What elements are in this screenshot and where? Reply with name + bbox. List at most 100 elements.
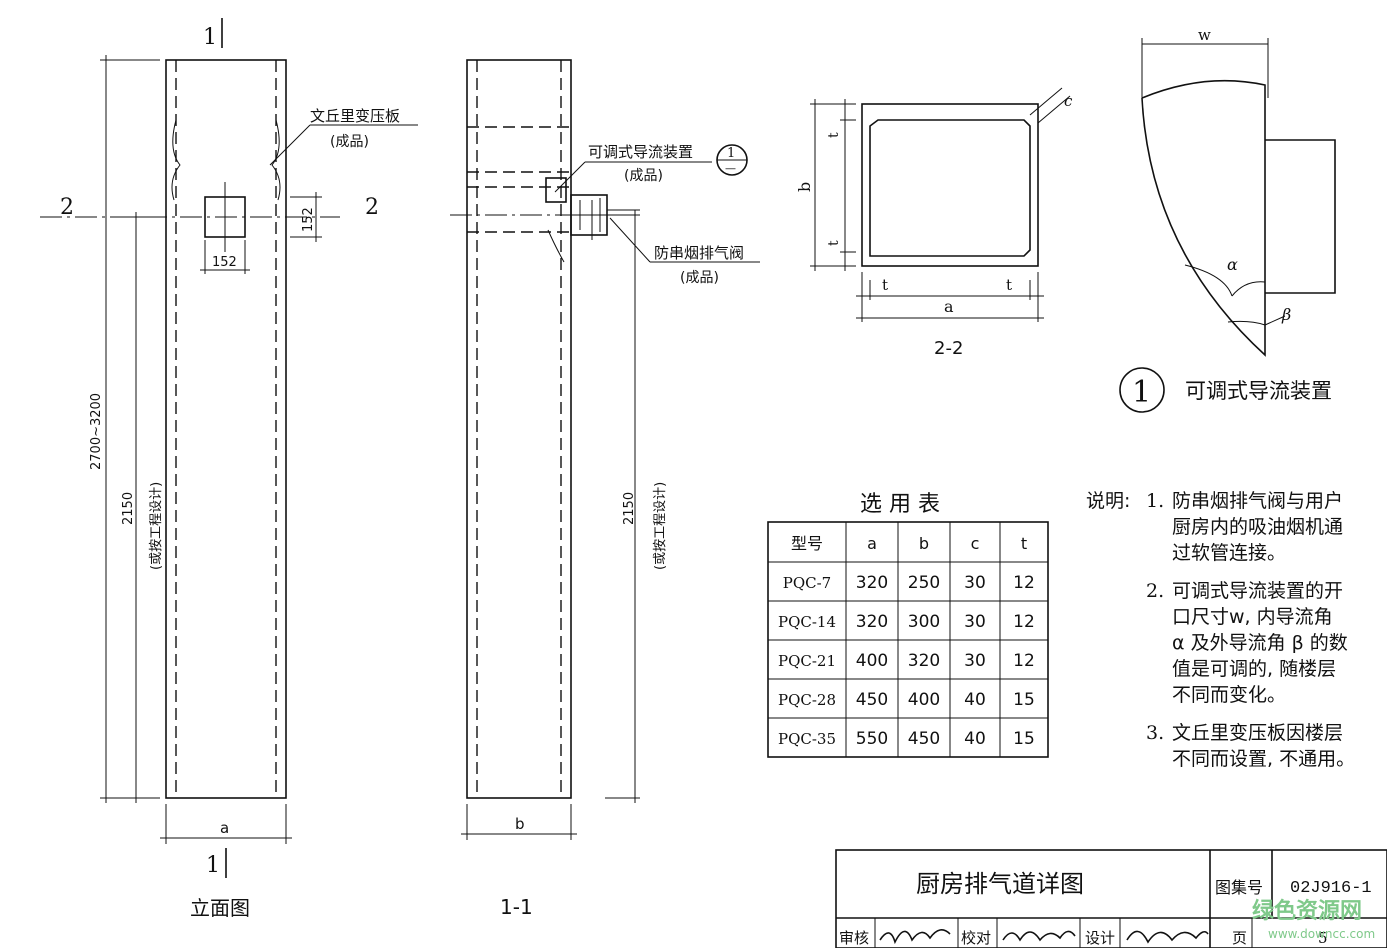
section-mark-bottom: 1	[206, 853, 220, 878]
label-valve-sub: (成品)	[680, 270, 719, 286]
venturi-right-edge	[271, 119, 281, 201]
dim-a: a	[944, 297, 954, 316]
note-line: 口尺寸w, 内导流角	[1172, 606, 1333, 628]
dim-height-2150: 2150	[121, 492, 136, 525]
label-deflector: 可调式导流装置	[588, 143, 693, 161]
review-signature	[879, 929, 951, 945]
detail-callout-page: —	[725, 162, 736, 175]
table-cell: 400	[908, 690, 940, 710]
dim-t-right: t	[1006, 276, 1012, 294]
title-block: 厨房排气道详图 图集号 02J916-1 审核 校对 设计 页 5	[835, 849, 1387, 948]
note-line: 不同而设置, 不通用。	[1172, 748, 1355, 770]
atlas-number: 02J916-1	[1290, 879, 1372, 898]
table-cell: 12	[1013, 573, 1035, 593]
detail-number: 1	[1132, 375, 1151, 410]
note-line: 防串烟排气阀与用户	[1172, 490, 1343, 512]
table-cell: 30	[964, 573, 986, 593]
duct-inner-wall	[869, 119, 1031, 257]
note-line: 厨房内的吸油烟机通	[1172, 516, 1343, 538]
review-label: 审核	[839, 929, 869, 947]
table-cell: 15	[1013, 690, 1035, 710]
table-cell: 12	[1013, 612, 1035, 632]
note-number: 3.	[1146, 722, 1164, 744]
note-line: 值是可调的, 随楼层	[1172, 658, 1336, 680]
elevation-outline	[165, 59, 287, 799]
note-number: 2.	[1146, 580, 1164, 602]
atlas-label: 图集号	[1215, 878, 1263, 897]
table-header-cell: c	[971, 534, 980, 553]
angle-alpha: α	[1227, 255, 1238, 274]
dim-t-left: t	[882, 276, 888, 294]
section-1-1-view: 可调式导流装置 (成品) 1 — 防串烟排气阀 (成品) 2150 (或按工程设…	[450, 59, 760, 919]
table-cell: 320	[856, 612, 888, 632]
note-line: 不同而变化。	[1172, 684, 1286, 706]
angle-beta: β	[1281, 305, 1291, 324]
detail-title: 可调式导流装置	[1185, 379, 1332, 403]
label-valve: 防串烟排气阀	[654, 244, 744, 262]
table-cell: 40	[964, 690, 986, 710]
table-cell: 12	[1013, 651, 1035, 671]
table-cell: 450	[908, 729, 940, 749]
section-dim-note: (或按工程设计)	[653, 482, 668, 570]
detail-1-view: w α β 1 可调式导流装置	[1119, 26, 1336, 413]
table-cell: 15	[1013, 729, 1035, 749]
page-number: 5	[1318, 929, 1328, 947]
duct-outer-wall	[861, 103, 1039, 267]
table-cell: 300	[908, 612, 940, 632]
cut-mark-right: 2	[365, 195, 379, 220]
detail-number-circle	[1119, 367, 1165, 413]
table-header-cell: b	[919, 534, 929, 553]
dim-b: b	[795, 182, 814, 192]
table-cell: PQC-7	[783, 574, 831, 592]
watermark-line1: 绿色资源网	[1252, 898, 1362, 924]
dim-t-top: t	[826, 132, 842, 138]
check-signature	[1002, 930, 1076, 942]
deflector-blade	[1141, 79, 1266, 357]
dim-box-height: 152	[301, 207, 316, 232]
table-cell: 320	[908, 651, 940, 671]
dim-w: w	[1198, 26, 1211, 44]
venturi-left-edge	[171, 119, 181, 201]
table-cell: 40	[964, 729, 986, 749]
section-dim-b: b	[515, 815, 525, 833]
note-line: 可调式导流装置的开	[1172, 580, 1343, 602]
label-venturi-plate: 文丘里变压板	[310, 107, 400, 125]
note-number: 1.	[1146, 490, 1164, 512]
drawing-title: 厨房排气道详图	[916, 870, 1084, 898]
table-cell: 30	[964, 612, 986, 632]
table-header-cell: t	[1021, 534, 1027, 553]
dim-t-bottom: t	[826, 240, 842, 246]
elevation-title: 立面图	[190, 896, 250, 920]
note-line: α 及外导流角 β 的数	[1172, 632, 1348, 654]
elevation-view: 2 2 1 1 152 152 2700~3200 2150 (或按工程设计) …	[40, 18, 418, 920]
label-deflector-sub: (成品)	[624, 168, 663, 184]
check-label: 校对	[961, 929, 991, 947]
section-1-1-outline	[466, 59, 572, 799]
table-title: 选 用 表	[860, 492, 940, 517]
dim-box-width: 152	[212, 255, 237, 270]
watermark-line2: www.downcc.com	[1268, 927, 1375, 941]
duct-outline	[1265, 139, 1336, 294]
table-cell: 450	[856, 690, 888, 710]
section-dim-2150: 2150	[622, 492, 637, 525]
dim-c: c	[1064, 92, 1073, 110]
table-cell: 30	[964, 651, 986, 671]
table-cell: 250	[908, 573, 940, 593]
table-header-cell: 型号	[791, 534, 823, 553]
page-label: 页	[1232, 929, 1247, 947]
section-2-2-view: c b t t t t a 2-2	[795, 87, 1073, 359]
note-line: 文丘里变压板因楼层	[1172, 722, 1343, 744]
table-cell: PQC-35	[778, 730, 836, 748]
table-cell: 320	[856, 573, 888, 593]
cut-mark-left: 2	[60, 195, 74, 220]
design-label: 设计	[1085, 929, 1115, 947]
dim-total-height: 2700~3200	[89, 393, 104, 470]
design-signature	[1126, 930, 1209, 944]
label-venturi-plate-sub: (成品)	[330, 134, 369, 150]
notes-label: 说明:	[1086, 490, 1130, 512]
table-header-cell: a	[867, 534, 877, 553]
detail-callout-number: 1	[727, 146, 735, 161]
note-line: 过软管连接。	[1172, 542, 1286, 564]
